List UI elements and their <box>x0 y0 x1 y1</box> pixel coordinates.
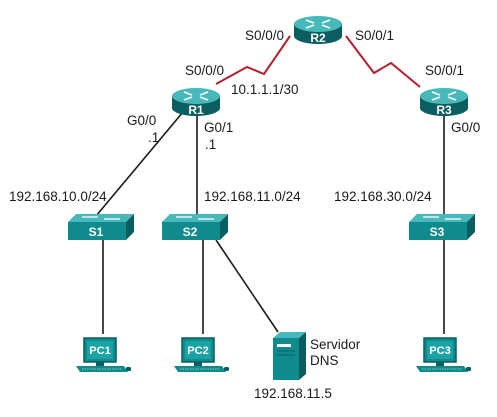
router-r1[interactable]: R1 <box>171 87 221 117</box>
r1-g01-ip-label: .1 <box>205 137 216 152</box>
pc-pc2[interactable]: PC2 <box>173 337 230 373</box>
r2-s000-label: S0/0/0 <box>245 28 284 43</box>
lan1-network-label: 192.168.10.0/24 <box>9 189 107 204</box>
r1-g01-label: G0/1 <box>204 120 233 135</box>
router-r3[interactable]: R3 <box>419 87 469 117</box>
dns-label-line2: DNS <box>310 353 339 368</box>
router-r2-label: R2 <box>310 31 326 45</box>
switch-s3-label: S3 <box>430 225 445 239</box>
dns-label-line1: Servidor <box>310 337 361 352</box>
switch-s2-label: S2 <box>183 225 198 239</box>
r1-serial-ip-label: 10.1.1.1/30 <box>231 82 299 97</box>
dns-server[interactable] <box>273 332 306 380</box>
r3-g00-label: G0/0 <box>451 120 480 135</box>
r3-s001-label: S0/0/1 <box>425 63 464 78</box>
link-s2-dns <box>215 239 279 333</box>
r2-s001-label: S0/0/1 <box>355 28 394 43</box>
pc-pc3[interactable]: PC3 <box>415 337 472 373</box>
serial-link-r1-r2 <box>215 35 291 85</box>
switch-s1[interactable]: S1 <box>67 213 135 241</box>
link-r1-s1 <box>95 111 184 217</box>
lan2-network-label: 192.168.11.0/24 <box>204 189 301 204</box>
r1-g00-ip-label: .1 <box>148 130 159 145</box>
r1-g00-label: G0/0 <box>127 113 156 128</box>
r1-s000-label: S0/0/0 <box>185 63 224 78</box>
switch-s2[interactable]: S2 <box>161 213 229 241</box>
pc1-label: PC1 <box>89 345 110 357</box>
pc-pc1[interactable]: PC1 <box>75 337 132 373</box>
switch-s1-label: S1 <box>89 225 104 239</box>
pc2-label: PC2 <box>187 345 208 357</box>
lan3-network-label: 192.168.30.0/24 <box>334 189 432 204</box>
router-r1-label: R1 <box>188 103 204 117</box>
dns-ip-label: 192.168.11.5 <box>254 386 332 401</box>
router-r2[interactable]: R2 <box>293 15 343 45</box>
serial-link-r2-r3 <box>345 35 421 88</box>
pc3-label: PC3 <box>429 345 450 357</box>
switch-s3[interactable]: S3 <box>408 213 476 241</box>
server-drive-icon <box>277 344 291 347</box>
router-r3-label: R3 <box>436 103 452 117</box>
